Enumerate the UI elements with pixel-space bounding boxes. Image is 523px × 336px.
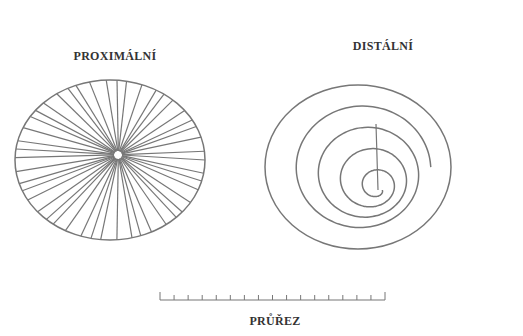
section-label: PROXIMÁLNÍ — [72, 50, 159, 63]
radial-pattern — [15, 80, 205, 240]
scale-tick — [188, 295, 189, 300]
scale-tick — [385, 292, 386, 300]
radial-line — [119, 159, 132, 238]
scale-tick — [230, 295, 231, 300]
proximal-outline — [15, 80, 205, 240]
spiral-pattern — [296, 106, 431, 227]
radial-line — [28, 157, 115, 200]
radial-line — [46, 158, 115, 219]
radial-line — [30, 117, 114, 153]
radial-line — [121, 120, 192, 153]
radial-line — [19, 156, 114, 183]
distal-outline — [265, 85, 451, 249]
radial-line — [120, 158, 166, 224]
radial-line — [22, 157, 114, 191]
spiral-stem — [376, 124, 378, 190]
scale-bar — [160, 292, 385, 300]
scale-tick — [356, 295, 357, 300]
scale-tick — [216, 295, 217, 300]
scale-tick — [300, 295, 301, 300]
radial-line — [122, 155, 205, 160]
radial-line — [16, 156, 114, 172]
section-label: PRŮŘEZ — [247, 315, 302, 328]
scale-tick — [314, 295, 315, 300]
radial-line — [122, 151, 204, 154]
scale-tick — [370, 295, 371, 300]
radial-line — [117, 80, 118, 151]
radial-line — [121, 158, 176, 217]
radial-line — [117, 159, 118, 240]
radial-line — [43, 103, 115, 152]
radial-line — [122, 156, 204, 174]
scale-tick — [160, 292, 161, 300]
radial-line — [18, 141, 114, 154]
scale-tick — [258, 295, 259, 300]
radial-line — [89, 82, 117, 151]
scale-tick — [286, 295, 287, 300]
scale-tick — [202, 295, 203, 300]
spiral-line — [296, 106, 431, 227]
radial-line — [106, 80, 118, 151]
radial-line — [122, 156, 198, 189]
scale-tick — [328, 295, 329, 300]
scale-tick — [174, 295, 175, 300]
scale-tick — [272, 295, 273, 300]
radial-line — [121, 111, 185, 153]
scale-tick — [342, 295, 343, 300]
radial-line — [15, 155, 114, 158]
scale-tick — [244, 295, 245, 300]
section-label: DISTÁLNÍ — [351, 40, 415, 53]
radial-line — [76, 85, 117, 151]
